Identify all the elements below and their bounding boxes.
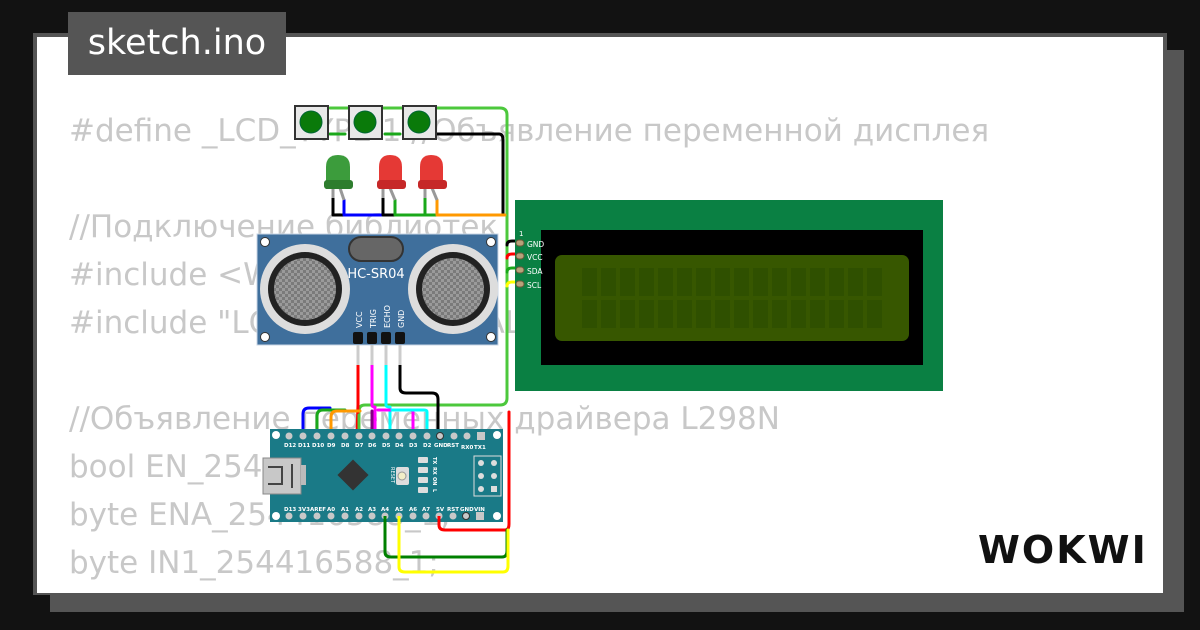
- pin-label: ECHO: [383, 305, 392, 328]
- pin-label: AREF: [310, 507, 326, 513]
- pin-label: A6: [409, 507, 417, 513]
- pin-label: GND: [397, 310, 406, 328]
- pin-label: A5: [395, 507, 403, 513]
- pin-label: TRIG: [369, 309, 378, 329]
- pin-label: D12: [284, 443, 296, 449]
- led-label: ON: [431, 477, 437, 485]
- pin-index: 1: [519, 230, 523, 238]
- code-line: byte IN1_254416588_1;: [69, 545, 439, 581]
- pin-label: GND: [434, 443, 448, 449]
- pushbuttons: [294, 105, 437, 140]
- bottom-pin-headers: [285, 512, 484, 520]
- pin-label: A3: [368, 507, 376, 513]
- pin-label: D3: [409, 443, 418, 449]
- led-label: RX: [431, 467, 437, 475]
- microcontroller-chip: [337, 459, 369, 491]
- pin-label: D9: [327, 443, 336, 449]
- pin-label: D10: [312, 443, 324, 449]
- hc-sr04-sensor[interactable]: HC-SR04 VCC TRIG ECHO GND: [256, 233, 499, 365]
- lcd-pin-label: SDA: [527, 267, 543, 276]
- lcd-pin-label: SCL: [527, 281, 542, 290]
- pushbutton-1[interactable]: [294, 105, 329, 140]
- board-leds: [418, 457, 428, 493]
- pin-label: A4: [381, 507, 389, 513]
- pushbutton-3[interactable]: [402, 105, 437, 140]
- pin-label: VCC: [355, 311, 364, 328]
- pin-label: D2: [423, 443, 432, 449]
- pin-label: A1: [341, 507, 349, 513]
- led-green[interactable]: [324, 155, 353, 201]
- pin-label: A2: [355, 507, 363, 513]
- pin-label: A0: [327, 507, 335, 513]
- led-label: TX: [431, 457, 437, 464]
- pin-label: TX1: [474, 445, 486, 451]
- pin-label: RST: [447, 507, 459, 513]
- pin-label: D7: [355, 443, 364, 449]
- lcd-pin-label: GND: [527, 240, 544, 249]
- led-label: L: [431, 489, 437, 493]
- led-red-2[interactable]: [418, 155, 447, 201]
- pin-label: D4: [395, 443, 404, 449]
- arduino-nano[interactable]: D12 D11 D10 D9 D8 D7 D6 D5 D4 D3 D2 GND …: [262, 429, 503, 522]
- pin-label: 3V3: [298, 507, 310, 513]
- pin-label: GND: [460, 507, 474, 513]
- reset-label: RESET: [389, 467, 395, 484]
- pin-label: D5: [382, 443, 391, 449]
- pin-label: A7: [422, 507, 430, 513]
- pin-label: RST: [447, 443, 459, 449]
- pin-label: D13: [284, 507, 296, 513]
- top-pin-headers: [285, 432, 485, 440]
- sensor-label: HC-SR04: [347, 267, 404, 282]
- code-line: #define _LCD_TYPE 1 //Объявление перемен…: [69, 113, 990, 149]
- lcd-char-cells: [582, 268, 882, 328]
- led-red-1[interactable]: [377, 155, 406, 201]
- pin-label: D11: [298, 443, 310, 449]
- reset-button[interactable]: RESET: [389, 467, 409, 485]
- pin-label: RX0: [461, 445, 473, 451]
- pin-label: VIN: [474, 507, 485, 513]
- pin-label: 5V: [436, 507, 445, 513]
- pushbutton-2[interactable]: [348, 105, 383, 140]
- leds: [324, 155, 447, 201]
- icsp-header: [473, 455, 502, 497]
- wokwi-logo: WOKWI: [978, 528, 1148, 572]
- pin-label: D8: [341, 443, 350, 449]
- pin-label: D6: [368, 443, 377, 449]
- lcd-1602-display[interactable]: 1 GND VCC SDA SCL: [515, 200, 943, 391]
- lcd-pin-label: VCC: [527, 253, 543, 262]
- file-title: sketch.ino: [68, 12, 286, 75]
- usb-connector: [262, 457, 306, 495]
